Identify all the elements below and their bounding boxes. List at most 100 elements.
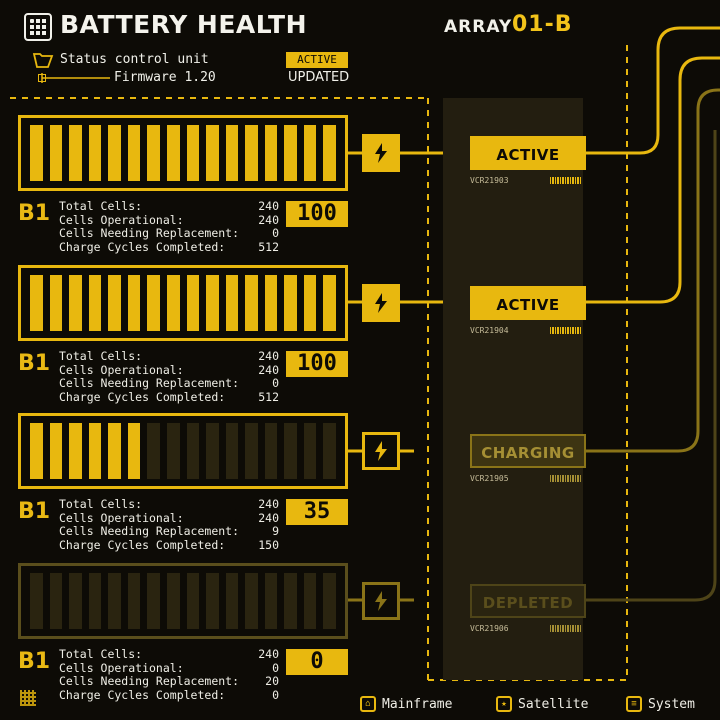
- battery-cell: [69, 423, 82, 479]
- battery-cell: [225, 275, 239, 331]
- battery-cell: [245, 423, 258, 479]
- cells-needing-replacement-label: Cells Needing Replacement:: [59, 376, 240, 390]
- battery-cell: [323, 423, 336, 479]
- battery-cell: [88, 125, 102, 181]
- battery-cell: [303, 423, 317, 479]
- barcode-icon: [550, 327, 582, 334]
- cells-operational-label: Cells Operational:: [59, 660, 184, 675]
- battery-gauge: [18, 265, 348, 341]
- satellite-tab[interactable]: ★ Satellite: [496, 696, 588, 712]
- cells-needing-replacement-row: Cells Needing Replacement:9: [59, 524, 279, 539]
- qr-code-icon: [20, 690, 36, 706]
- battery-status[interactable]: ACTIVE: [470, 136, 586, 170]
- power-toggle[interactable]: [362, 582, 400, 620]
- total-cells-row: Total Cells:240: [59, 349, 279, 364]
- battery-name: B1: [18, 649, 51, 674]
- charge-cycles-value: 150: [258, 537, 279, 552]
- cells-operational-value: 240: [258, 212, 279, 227]
- battery-cell: [225, 423, 239, 479]
- battery-status[interactable]: CHARGING: [470, 434, 586, 468]
- total-cells-label: Total Cells:: [59, 647, 143, 661]
- cells-operational-value: 0: [272, 660, 279, 675]
- total-cells-value: 240: [258, 497, 279, 511]
- cells-operational-value: 240: [258, 362, 279, 377]
- system-tab[interactable]: ≡ System: [626, 696, 695, 712]
- battery-cell: [225, 573, 239, 629]
- battery-cell: [284, 573, 297, 629]
- battery-name: B1: [18, 201, 51, 226]
- power-toggle[interactable]: [362, 134, 400, 172]
- battery-cell: [186, 423, 200, 479]
- battery-cell: [186, 125, 200, 181]
- battery-cell: [323, 275, 336, 331]
- charge-cycles-row: Charge Cycles Completed:0: [59, 687, 279, 703]
- battery-cell: [127, 423, 141, 479]
- battery-cell: [108, 125, 121, 181]
- charge-cycles-label: Charge Cycles Completed:: [59, 687, 226, 702]
- cells-needing-replacement-row: Cells Needing Replacement:20: [59, 674, 279, 689]
- health-score: 100: [286, 351, 348, 377]
- battery-status[interactable]: ACTIVE: [470, 286, 586, 320]
- battery-code: VCR21903: [470, 176, 509, 185]
- satellite-label: Satellite: [518, 696, 589, 712]
- battery-cell: [264, 125, 278, 181]
- status-control-unit-label: Status control unit: [60, 52, 209, 67]
- battery-cell: [69, 573, 82, 629]
- battery-cell: [166, 573, 180, 629]
- cells-operational-row: Cells Operational: 240: [59, 212, 279, 228]
- battery-cell: [206, 275, 219, 331]
- battery-cell: [284, 423, 297, 479]
- total-cells-value: 240: [258, 647, 279, 661]
- mainframe-label: Mainframe: [382, 696, 453, 712]
- battery-status[interactable]: DEPLETED: [470, 584, 586, 618]
- power-toggle[interactable]: [362, 432, 400, 470]
- status-badge: ACTIVE: [286, 52, 348, 68]
- cells-operational-label: Cells Operational:: [59, 362, 184, 377]
- battery-cell: [147, 275, 160, 331]
- total-cells-label: Total Cells:: [59, 497, 143, 511]
- array-code: 01-B: [512, 12, 573, 37]
- battery-cell: [264, 573, 278, 629]
- cells-needing-replacement-value: 0: [272, 376, 279, 390]
- battery-code: VCR21904: [470, 326, 509, 335]
- battery-cell: [30, 423, 43, 479]
- battery-cell: [264, 275, 278, 331]
- battery-cell: [69, 125, 82, 181]
- battery-cell: [147, 573, 160, 629]
- barcode-icon: [550, 475, 582, 482]
- battery-cell: [108, 573, 121, 629]
- firmware-label: Firmware 1.20: [114, 70, 216, 85]
- battery-cell: [127, 125, 141, 181]
- mainframe-tab[interactable]: ⌂ Mainframe: [360, 696, 452, 712]
- array-label: ARRAY: [444, 17, 513, 37]
- battery-cell: [323, 125, 336, 181]
- charge-cycles-row: Charge Cycles Completed:512: [59, 240, 279, 255]
- satellite-icon: ★: [496, 696, 512, 712]
- menu-icon: ≡: [626, 696, 642, 712]
- total-cells-row: Total Cells:240: [59, 199, 279, 214]
- battery-cell: [88, 423, 102, 479]
- cells-needing-replacement-row: Cells Needing Replacement:0: [59, 226, 279, 241]
- health-score: 100: [286, 201, 348, 227]
- total-cells-row: Total Cells: 240: [59, 647, 279, 662]
- battery-cell: [186, 275, 200, 331]
- power-toggle[interactable]: [362, 284, 400, 322]
- health-score: 0: [286, 649, 348, 675]
- folder-icon: [32, 53, 54, 68]
- battery-cell: [127, 573, 141, 629]
- battery-cell: [108, 275, 121, 331]
- battery-cell: [166, 125, 180, 181]
- battery-cell: [49, 573, 63, 629]
- battery-cell: [30, 573, 43, 629]
- battery-cell: [88, 573, 102, 629]
- battery-name: B1: [18, 351, 51, 376]
- charge-cycles-row: Charge Cycles Completed:150: [59, 537, 279, 553]
- lightning-bolt-icon: [375, 293, 387, 313]
- battery-cell: [69, 275, 82, 331]
- grid-icon[interactable]: [24, 13, 52, 41]
- cells-operational-label: Cells Operational:: [59, 212, 184, 227]
- cells-needing-replacement-value: 20: [265, 674, 279, 688]
